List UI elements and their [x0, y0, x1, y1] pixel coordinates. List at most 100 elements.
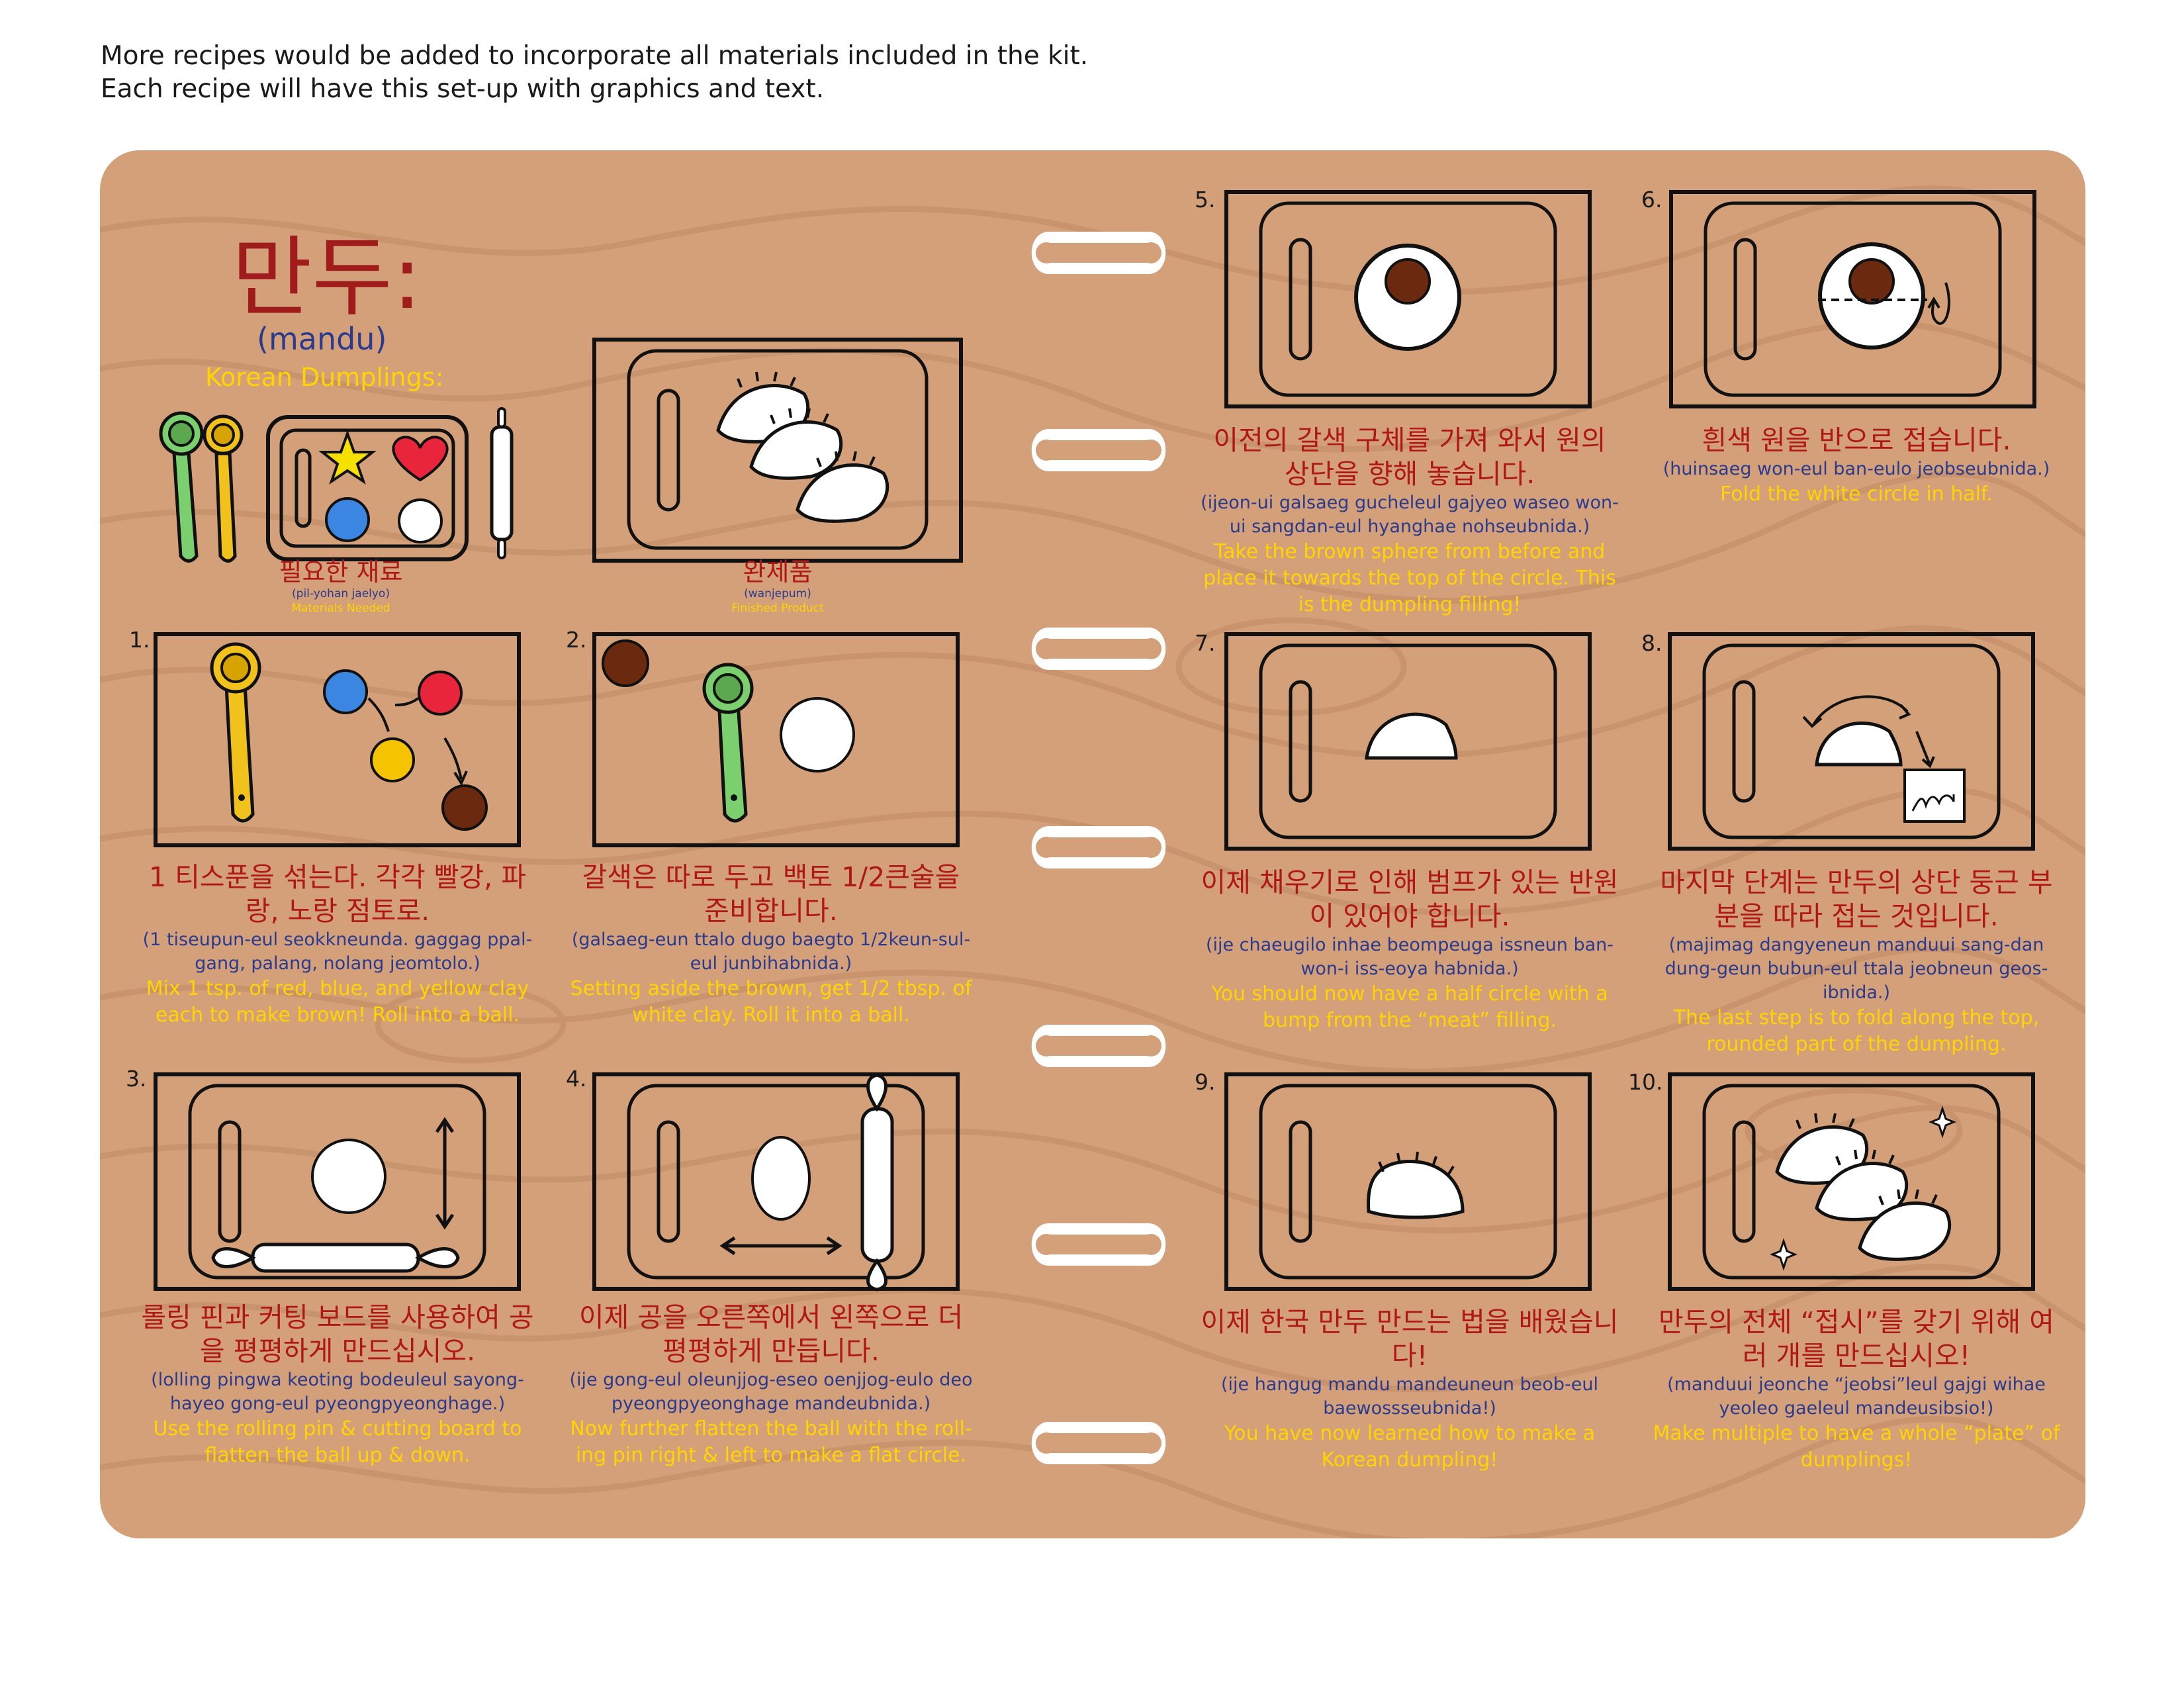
- binder-ring-icon: [1031, 1025, 1166, 1067]
- step-5-illustration: [1224, 190, 1592, 408]
- step-5-caption: 이전의 갈색 구체를 가져 와서 원의 상단을 향해 놓습니다. (ijeon-…: [1198, 424, 1621, 618]
- rolling-pin-icon: [490, 407, 514, 559]
- step-6-en: Fold the white circle in half.: [1720, 483, 1993, 506]
- dumpling-icon: [1815, 1149, 1909, 1221]
- step-7-number: 7.: [1195, 630, 1216, 656]
- recipe-title-english: Korean Dumplings:: [205, 363, 444, 392]
- step-8-caption: 마지막 단계는 만두의 상단 둥근 부분을 따라 접는 것입니다. (majim…: [1648, 866, 2065, 1058]
- finished-label-en: Finished Product: [731, 602, 824, 615]
- fold-arrow-icon: [1802, 695, 1911, 728]
- step-7-illustration: [1224, 632, 1592, 851]
- step-2-ko: 갈색은 따로 두고 백토 1/2큰술을 준비합니다.: [582, 861, 960, 927]
- up-down-arrow-icon: [435, 1117, 455, 1230]
- left-right-arrow-icon: [719, 1236, 842, 1256]
- step-9-number: 9.: [1195, 1069, 1216, 1095]
- step-4-ko: 이제 공을 오른쪽에서 왼쪽으로 더 평평하게 만듭니다.: [578, 1301, 964, 1367]
- intro-text: More recipes would be added to incorpora…: [101, 40, 1088, 106]
- step-8-en: The last step is to fold along the top, …: [1673, 1006, 2040, 1056]
- intro-line-2: Each recipe will have this set-up with g…: [101, 74, 825, 104]
- step-4-illustration: [592, 1072, 960, 1291]
- brown-filling-icon: [1848, 258, 1895, 305]
- step-9-rom: (ije hangug mandu mandeuneun beob-eul ba…: [1221, 1374, 1598, 1419]
- materials-label-en: Materials Needed: [291, 602, 390, 615]
- step-5-number: 5.: [1195, 187, 1216, 212]
- step-1-caption: 1 티스푼을 섞는다. 각각 빨강, 파랑, 노랑 점토로. (1 tiseup…: [136, 861, 539, 1029]
- step-3-illustration: [154, 1072, 521, 1291]
- materials-label-ko: 필요한 재료: [279, 557, 403, 586]
- step-5-en: Take the brown sphere from before and pl…: [1203, 540, 1616, 616]
- step-7-rom: (ije chaeugilo inhae beompeuga issneun b…: [1205, 935, 1614, 979]
- step-3-number: 3.: [126, 1066, 147, 1092]
- step-4-rom: (ije gong-eul oleunjjog-eseo oenjjog-eul…: [569, 1370, 973, 1414]
- yellow-measuring-spoon-icon: [210, 642, 261, 823]
- step-6-caption: 흰색 원을 반으로 접습니다. (huinsaeg won-eul ban-eu…: [1648, 424, 2065, 508]
- dumpling-icon: [1367, 1151, 1465, 1219]
- white-clay-ball-icon: [311, 1139, 387, 1214]
- binder-ring-icon: [1031, 1422, 1166, 1464]
- sparkle-icon: [1929, 1105, 1956, 1139]
- step-4-caption: 이제 공을 오른쪽에서 왼쪽으로 더 평평하게 만듭니다. (ije gong-…: [569, 1301, 973, 1469]
- step-10-ko: 만두의 전체 “접시”를 갖기 위해 여러 개를 만드십시오!: [1658, 1306, 2054, 1372]
- step-1-rom: (1 tiseupun-eul seokkneunda. gaggag ppal…: [142, 929, 533, 974]
- step-2-number: 2.: [566, 627, 587, 653]
- step-10-illustration: [1668, 1072, 2035, 1291]
- step-6-rom: (huinsaeg won-eul ban-eulo jeobseubnida.…: [1662, 459, 2050, 479]
- intro-line-1: More recipes would be added to incorpora…: [101, 41, 1089, 71]
- half-circle-dumpling-icon: [1365, 712, 1458, 760]
- finished-label-ko: 완제품: [743, 557, 813, 586]
- materials-illustration: [159, 407, 514, 563]
- step-2-illustration: [592, 632, 960, 847]
- yellow-clay-ball-icon: [370, 737, 415, 782]
- step-8-number: 8.: [1641, 630, 1662, 656]
- rolling-pin-icon: [860, 1073, 894, 1291]
- green-measuring-spoon-icon: [159, 411, 204, 563]
- step-7-ko: 이제 채우기로 인해 범프가 있는 반원이 있어야 합니다.: [1201, 867, 1619, 932]
- white-clay-oval-icon: [751, 1136, 811, 1221]
- step-1-en: Mix 1 tsp. of red, blue, and yellow clay…: [146, 977, 529, 1027]
- step-10-number: 10.: [1628, 1069, 1663, 1095]
- recipe-title: 만두:: [232, 227, 422, 329]
- step-9-illustration: [1224, 1072, 1592, 1291]
- crimped-edge-detail-icon: [1903, 769, 1966, 823]
- step-1-illustration: [154, 632, 521, 847]
- finished-label-rom: (wanjepum): [744, 587, 811, 600]
- finished-product-illustration: [592, 338, 963, 563]
- blue-clay-ball-icon: [323, 669, 368, 714]
- sparkle-icon: [1770, 1238, 1797, 1271]
- step-8-rom: (majimag dangyeneun manduui sang-dan dun…: [1664, 935, 2048, 1003]
- recipe-title-romanization: (mandu): [257, 321, 387, 357]
- finished-caption: 완제품 (wanjepum) Finished Product: [662, 557, 893, 616]
- step-3-rom: (lolling pingwa keoting bodeuleul sayong…: [151, 1370, 524, 1414]
- step-3-en: Use the rolling pin & cutting board to f…: [153, 1417, 522, 1467]
- brown-filling-icon: [1385, 258, 1431, 305]
- binder-ring-icon: [1031, 1223, 1166, 1266]
- dumpling-icon: [1858, 1189, 1952, 1261]
- step-1-ko: 1 티스푼을 섞는다. 각각 빨강, 파랑, 노랑 점토로.: [149, 861, 526, 927]
- step-6-illustration: [1669, 190, 2036, 408]
- step-7-en: You should now have a half circle with a…: [1211, 982, 1608, 1032]
- half-circle-dumpling-icon: [1815, 722, 1903, 767]
- materials-label-rom: (pil-yohan jaelyo): [292, 587, 390, 600]
- materials-caption: 필요한 재료 (pil-yohan jaelyo) Materials Need…: [225, 557, 457, 616]
- step-8-illustration: [1668, 632, 2035, 851]
- red-clay-ball-icon: [418, 671, 463, 716]
- binder-ring-icon: [1031, 429, 1166, 471]
- white-clay-ball-icon: [780, 697, 855, 773]
- step-6-number: 6.: [1641, 187, 1662, 212]
- step-2-en: Setting aside the brown, get 1/2 tbsp. o…: [570, 977, 972, 1027]
- step-6-ko: 흰색 원을 반으로 접습니다.: [1702, 424, 2011, 456]
- step-8-ko: 마지막 단계는 만두의 상단 둥근 부분을 따라 접는 것입니다.: [1660, 867, 2053, 932]
- yellow-measuring-spoon-icon: [203, 414, 244, 563]
- step-9-caption: 이제 한국 만두 만드는 법을 배웠습니다! (ije hangug mandu…: [1198, 1305, 1621, 1474]
- step-3-ko: 롤링 핀과 커팅 보드를 사용하여 공을 평평하게 만드십시오.: [141, 1301, 534, 1367]
- step-10-rom: (manduui jeonche “jeobsi”leul gajgi wiha…: [1667, 1374, 2046, 1419]
- step-7-caption: 이제 채우기로 인해 범프가 있는 반원이 있어야 합니다. (ije chae…: [1198, 866, 1621, 1034]
- tray-icon: [266, 415, 469, 561]
- step-1-number: 1.: [129, 627, 150, 653]
- fold-arrow-icon: [1927, 282, 1950, 325]
- step-9-en: You have now learned how to make a Korea…: [1224, 1422, 1596, 1472]
- step-10-en: Make multiple to have a whole “plate” of…: [1653, 1422, 2060, 1472]
- rolling-pin-icon: [211, 1243, 460, 1273]
- step-10-caption: 만두의 전체 “접시”를 갖기 위해 여러 개를 만드십시오! (manduui…: [1648, 1305, 2065, 1474]
- binder-ring-icon: [1031, 826, 1166, 868]
